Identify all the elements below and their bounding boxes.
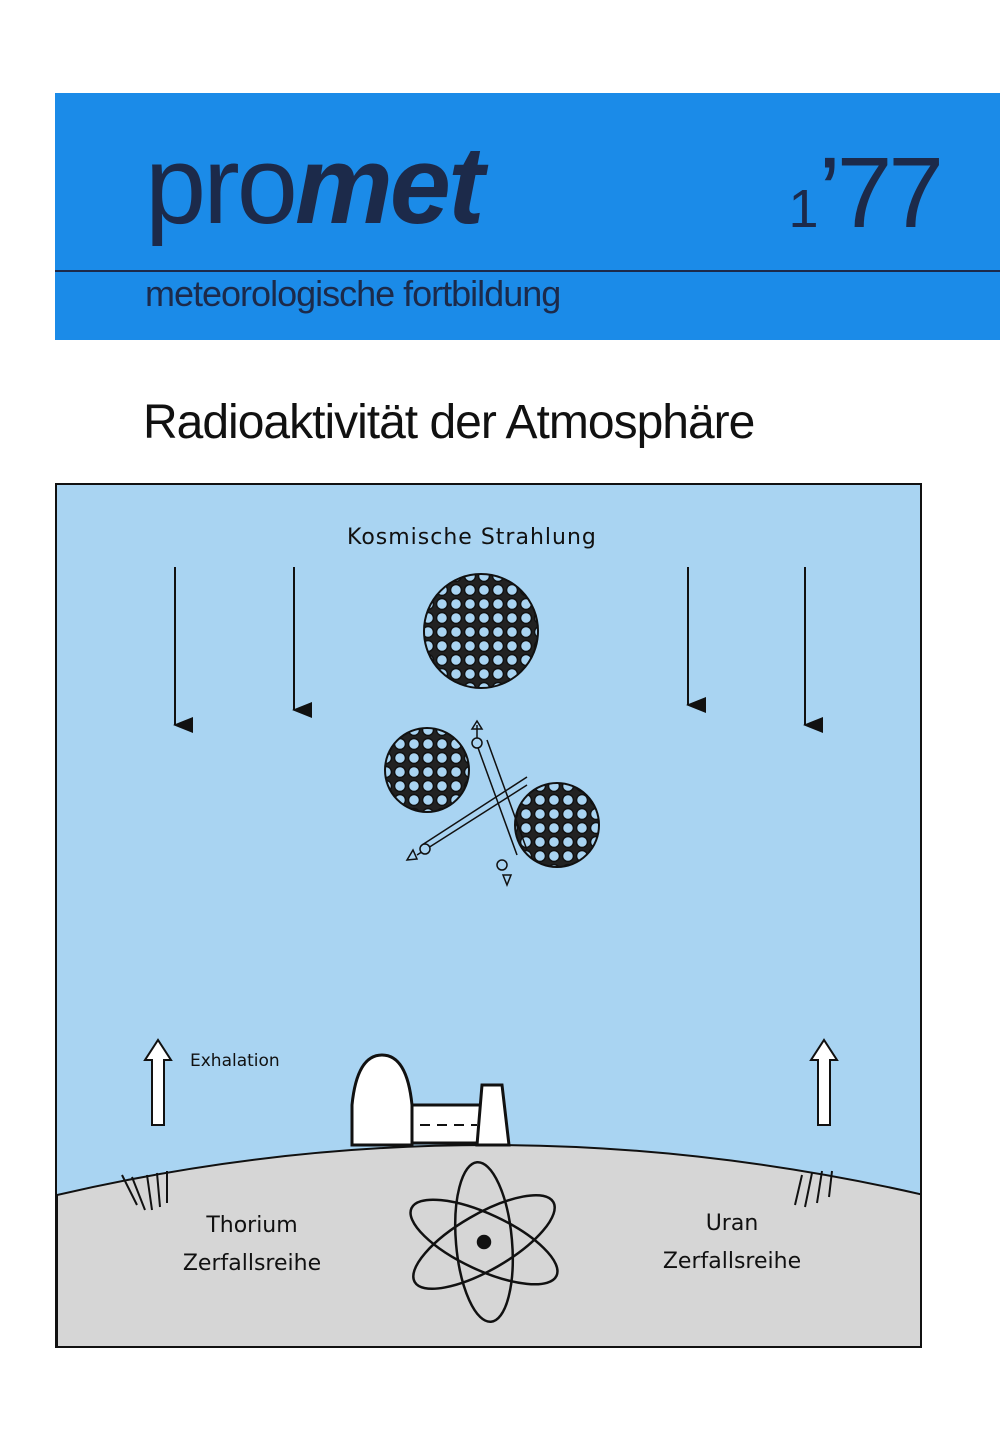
power-plant-icon [350,1053,511,1147]
uran-label: Uran Zerfallsreihe [647,1205,817,1281]
issue-no: 1 [788,179,819,239]
thorium-label-line1: Thorium [206,1213,298,1238]
exhalation-label: Exhalation [190,1051,280,1071]
thorium-label: Thorium Zerfallsreihe [167,1207,337,1283]
nucleus-fragment-icon [384,727,470,813]
ground-cracks [121,1170,833,1211]
masthead-rule [55,270,1000,272]
cover-title: Radioaktivität der Atmosphäre [143,396,755,449]
masthead-subtitle: meteorologische fortbildung [145,273,561,314]
cover-illustration: Kosmische Strahlung Exhalation Thorium Z… [55,483,922,1348]
thorium-label-line2: Zerfallsreihe [182,1251,322,1276]
issue-year: ’77 [818,137,944,249]
atom-icon [409,1161,559,1323]
illustration-drawing [57,567,920,1346]
masthead-banner: promet 1’77 meteorologische fortbildung [55,93,1000,340]
cosmic-radiation-label: Kosmische Strahlung [347,525,597,550]
issue-number: 1’77 [788,143,945,243]
logo: promet [145,131,485,241]
logo-bold: met [294,124,485,247]
exhalation-arrows [143,1038,839,1126]
nucleus-icon [423,573,539,689]
uran-label-line1: Uran [705,1211,759,1236]
particle-tracks [405,719,528,888]
cosmic-ray-arrows [173,567,823,733]
logo-light: pro [145,124,298,247]
nucleus-fragment-icon [514,782,600,868]
uran-label-line2: Zerfallsreihe [662,1249,802,1274]
